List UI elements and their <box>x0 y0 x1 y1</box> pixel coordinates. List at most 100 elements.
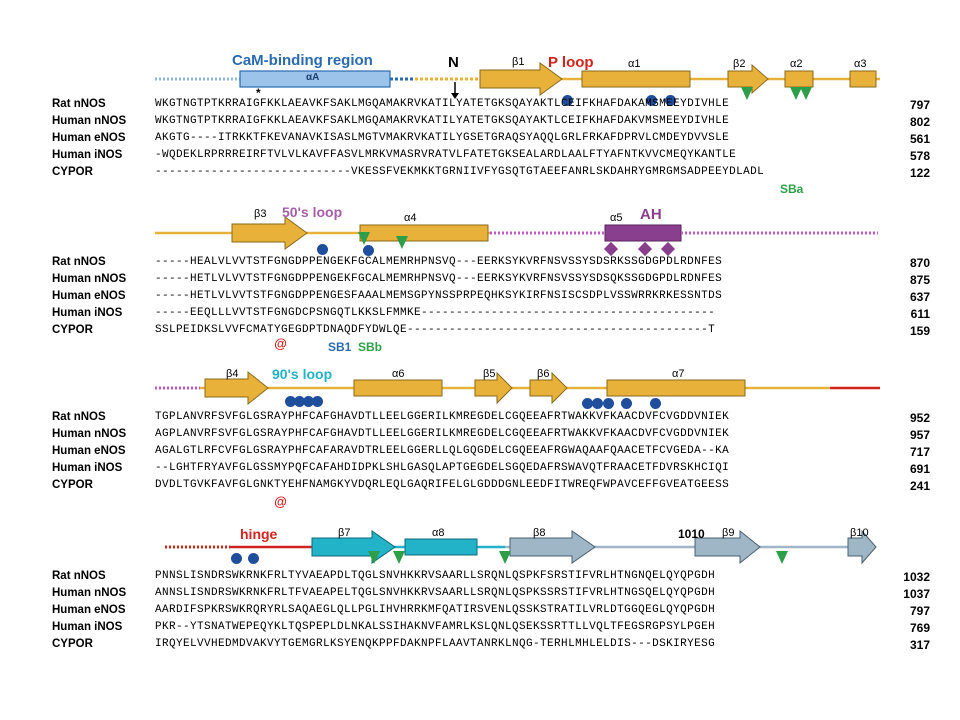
species-label: CYPOR <box>52 638 93 650</box>
marker-triangle <box>741 87 753 100</box>
binding-dot <box>303 396 314 407</box>
sequence-row: PKR--YTSNATWEPEQYKLTQSPEPLDLNKALSSIHAKNV… <box>155 621 716 633</box>
sequence-row: -----HETLVLVVTSTFGNGDPPENGESFAAALMEMSGPY… <box>155 290 723 302</box>
sequence-row: WKGTNGTPTKRRAIGFKKLAEAVKFSAKLMGQAMAKRVKA… <box>155 98 730 110</box>
residue-number: 317 <box>909 638 930 652</box>
sequence-row: AGALGTLRFCVFGLGSRAYPHFCAFARAVDTRLEELGGER… <box>155 445 730 457</box>
helix-a1 <box>581 70 691 88</box>
species-label: CYPOR <box>52 324 93 336</box>
at-marker-2: @ <box>274 494 287 509</box>
b7-label: β7 <box>338 527 351 539</box>
sequence-row: -WQDEKLRPRRREIRFTVLVLKAVFFASVLMRKVMASRVR… <box>155 149 737 161</box>
strand-b5 <box>474 371 513 405</box>
strand-b2 <box>727 63 769 95</box>
residue-number: 159 <box>909 324 930 338</box>
residue-number: 691 <box>909 462 930 476</box>
species-label: Rat nNOS <box>52 570 106 582</box>
sequence-row: TGPLANVRFSVFGLGSRAYPHFCAFGHAVDTLLEELGGER… <box>155 411 730 423</box>
helix-a6 <box>353 379 443 397</box>
strand-b8 <box>509 530 596 564</box>
marker-triangle <box>790 87 802 100</box>
species-label: Human iNOS <box>52 621 123 633</box>
a5-label: α5 <box>610 212 623 224</box>
binding-dot <box>650 398 661 409</box>
binding-dot <box>285 396 296 407</box>
marker-triangle <box>776 551 788 564</box>
sequence-row: -----HEALVLVVTSTFGNGDPPENGEKFGCALMEMRHPN… <box>155 256 723 268</box>
a3-label: α3 <box>854 58 867 70</box>
strand-b4 <box>204 370 269 406</box>
residue-number: 561 <box>909 132 930 146</box>
marker-triangle <box>396 236 408 249</box>
strand-b10 <box>847 529 877 565</box>
helix-a3 <box>849 70 877 88</box>
species-label: Human eNOS <box>52 132 126 144</box>
marker-triangle <box>800 87 812 100</box>
residue-number: 875 <box>909 273 930 287</box>
strand-b9 <box>694 529 761 565</box>
helix-a8 <box>404 538 478 556</box>
a7-label: α7 <box>672 368 685 380</box>
n-terminus-label: N <box>448 54 459 71</box>
sequence-row: -----EEQLLLVVTSTFGNGDCPSNGQTLKKSLFMMKE--… <box>155 307 716 319</box>
binding-dot <box>621 398 632 409</box>
strand-b6 <box>529 371 568 405</box>
a2-label: α2 <box>790 58 803 70</box>
sequence-row: SSLPEIDKSLVVFCMATYGEGDPTDNAQDFYDWLQE----… <box>155 324 716 336</box>
binding-dot <box>603 398 614 409</box>
b2-label: β2 <box>733 58 746 70</box>
residue-number: 952 <box>909 411 930 425</box>
sequence-row: DVDLTGVKFAVFGLGNKTYEHFNAMGKYVDQRLEQLGAQR… <box>155 479 730 491</box>
b1010-label: 1010 <box>678 527 705 541</box>
strand-b7 <box>311 530 396 564</box>
b8-label: β8 <box>533 527 546 539</box>
residue-number: 637 <box>909 290 930 304</box>
a8-label: α8 <box>432 527 445 539</box>
asterisk-mark: * <box>256 86 261 100</box>
p-loop-label: P loop <box>548 54 594 71</box>
alpha-a-label: αA <box>306 72 320 83</box>
binding-dot <box>294 396 305 407</box>
sequence-row: ANNSLISNDRSWKRNKFRLTFVAEAPELTQGLSNVHKKRV… <box>155 587 716 599</box>
species-label: Human eNOS <box>52 445 126 457</box>
species-label: Human iNOS <box>52 149 123 161</box>
species-label: Human nNOS <box>52 273 127 285</box>
residue-number: 611 <box>910 307 930 321</box>
species-label: Human nNOS <box>52 115 127 127</box>
helix-a4 <box>359 224 489 242</box>
sequence-row: -----HETLVLVVTSTFGNGDPPENGEKFGCALMEMRHPN… <box>155 273 723 285</box>
sequence-row: WKGTNGTPTKRRAIGFKKLAEAVKFSAKLMGQAMAKRVKA… <box>155 115 730 127</box>
sequence-row: AGPLANVRFSVFGLGSRAYPHFCAFGHAVDTLLEELGGER… <box>155 428 730 440</box>
b10-label: β10 <box>850 527 869 539</box>
strand-b1 <box>479 62 563 96</box>
sba-label: SBa <box>780 182 804 196</box>
a1-label: α1 <box>628 58 641 70</box>
binding-dot <box>582 398 593 409</box>
binding-dot <box>312 396 323 407</box>
species-label: Human nNOS <box>52 587 127 599</box>
species-label: Human nNOS <box>52 428 127 440</box>
species-label: Human iNOS <box>52 307 123 319</box>
binding-dot <box>646 95 657 106</box>
sequence-row: --LGHTFRYAVFGLGSSMYPQFCAFAHDIDPKLSHLGASQ… <box>155 462 730 474</box>
species-label: Human eNOS <box>52 604 126 616</box>
binding-dot <box>317 244 328 255</box>
species-label: Human eNOS <box>52 290 126 302</box>
helix-a7 <box>606 379 746 397</box>
residue-number: 797 <box>909 98 930 112</box>
sb1-label: SB1 <box>328 340 352 354</box>
b9-label: β9 <box>722 527 735 539</box>
a4-label: α4 <box>404 212 417 224</box>
species-label: Rat nNOS <box>52 256 106 268</box>
strand-b3 <box>231 216 308 250</box>
sequence-row: ----------------------------VKESSFVEKMKK… <box>155 166 765 178</box>
binding-dot <box>562 95 573 106</box>
sequence-row: AKGTG----ITRKKTFKEVANAVKISASLMGTVMAKRVKA… <box>155 132 730 144</box>
residue-number: 870 <box>909 256 930 270</box>
species-label: Rat nNOS <box>52 98 106 110</box>
binding-dot <box>231 553 242 564</box>
marker-triangle <box>358 232 370 245</box>
cam-binding-label: CaM-binding region <box>232 52 373 69</box>
residue-number: 241 <box>909 479 930 493</box>
marker-triangle <box>499 551 511 564</box>
